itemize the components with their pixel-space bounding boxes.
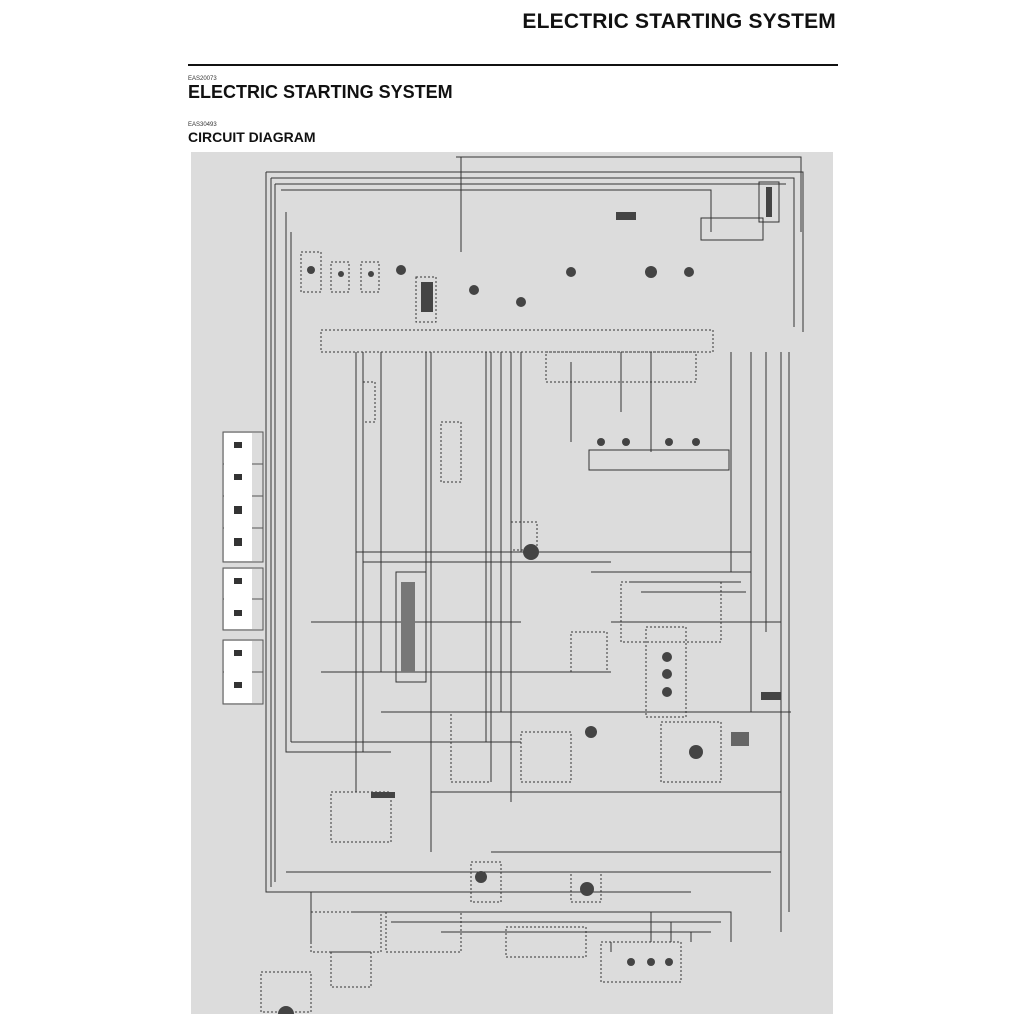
top-right-connector xyxy=(700,217,764,241)
circuit-diagram xyxy=(191,152,833,1014)
subsection-title: CIRCUIT DIAGRAM xyxy=(188,129,316,145)
coupler-block xyxy=(758,181,780,223)
section-title: ELECTRIC STARTING SYSTEM xyxy=(188,82,453,102)
section-code: EAS20073 xyxy=(188,76,217,82)
running-head: ELECTRIC STARTING SYSTEM xyxy=(522,10,836,33)
junction-block xyxy=(588,449,730,471)
relay-unit xyxy=(395,571,427,683)
header-rule xyxy=(188,64,838,66)
main-connector-bus xyxy=(320,329,714,353)
circuit-diagram-drawing xyxy=(222,156,804,1014)
subsection-code: EAS30493 xyxy=(188,122,217,128)
wire-top-loop xyxy=(266,171,804,332)
